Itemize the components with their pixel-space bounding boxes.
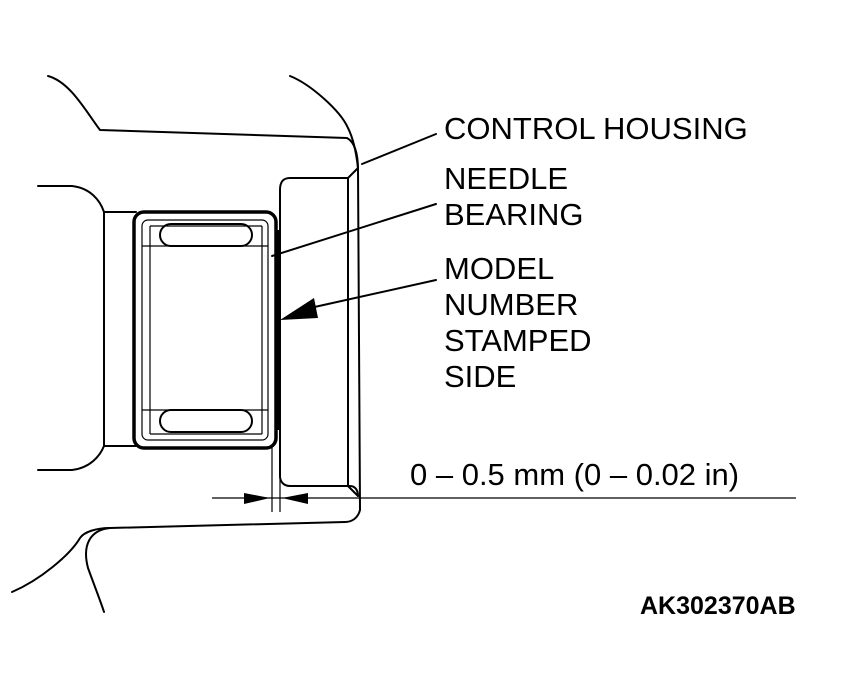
label-model-line3: STAMPED [444, 323, 592, 358]
label-needle-bearing-line2: BEARING [444, 197, 584, 232]
figure-reference-code: AK302370AB [640, 592, 796, 620]
label-model-line4: SIDE [444, 359, 517, 394]
label-dimension: 0 – 0.5 mm (0 – 0.02 in) [410, 457, 740, 492]
needle-roller-top [159, 223, 253, 247]
bore-upper [37, 185, 137, 213]
label-model-line1: MODEL [444, 251, 555, 286]
leader-needle-bearing [271, 203, 437, 257]
housing-right-curve-top [289, 75, 359, 169]
housing-outline-lower [85, 521, 346, 613]
dimension-arrow-left [244, 493, 270, 504]
leader-control-housing [361, 133, 437, 165]
label-model-line2: NUMBER [444, 287, 579, 322]
needle-bearing-inner-case [141, 219, 269, 441]
bore-lower [37, 445, 137, 471]
needle-bearing-outer-case [132, 210, 278, 450]
housing-corner-bottom [347, 485, 359, 497]
housing-outline-upper [47, 75, 359, 171]
label-control-housing: CONTROL HOUSING [444, 111, 748, 146]
leader-model-number [309, 279, 437, 309]
dimension-arrow-right [282, 493, 308, 504]
housing-lower-left-curve [11, 527, 111, 593]
housing-inner-step [279, 177, 359, 497]
needle-roller-bottom [159, 409, 253, 433]
housing-right-face [344, 167, 361, 523]
model-number-arrowhead [280, 298, 318, 320]
label-needle-bearing-line1: NEEDLE [444, 161, 569, 196]
housing-corner-top [347, 167, 359, 179]
